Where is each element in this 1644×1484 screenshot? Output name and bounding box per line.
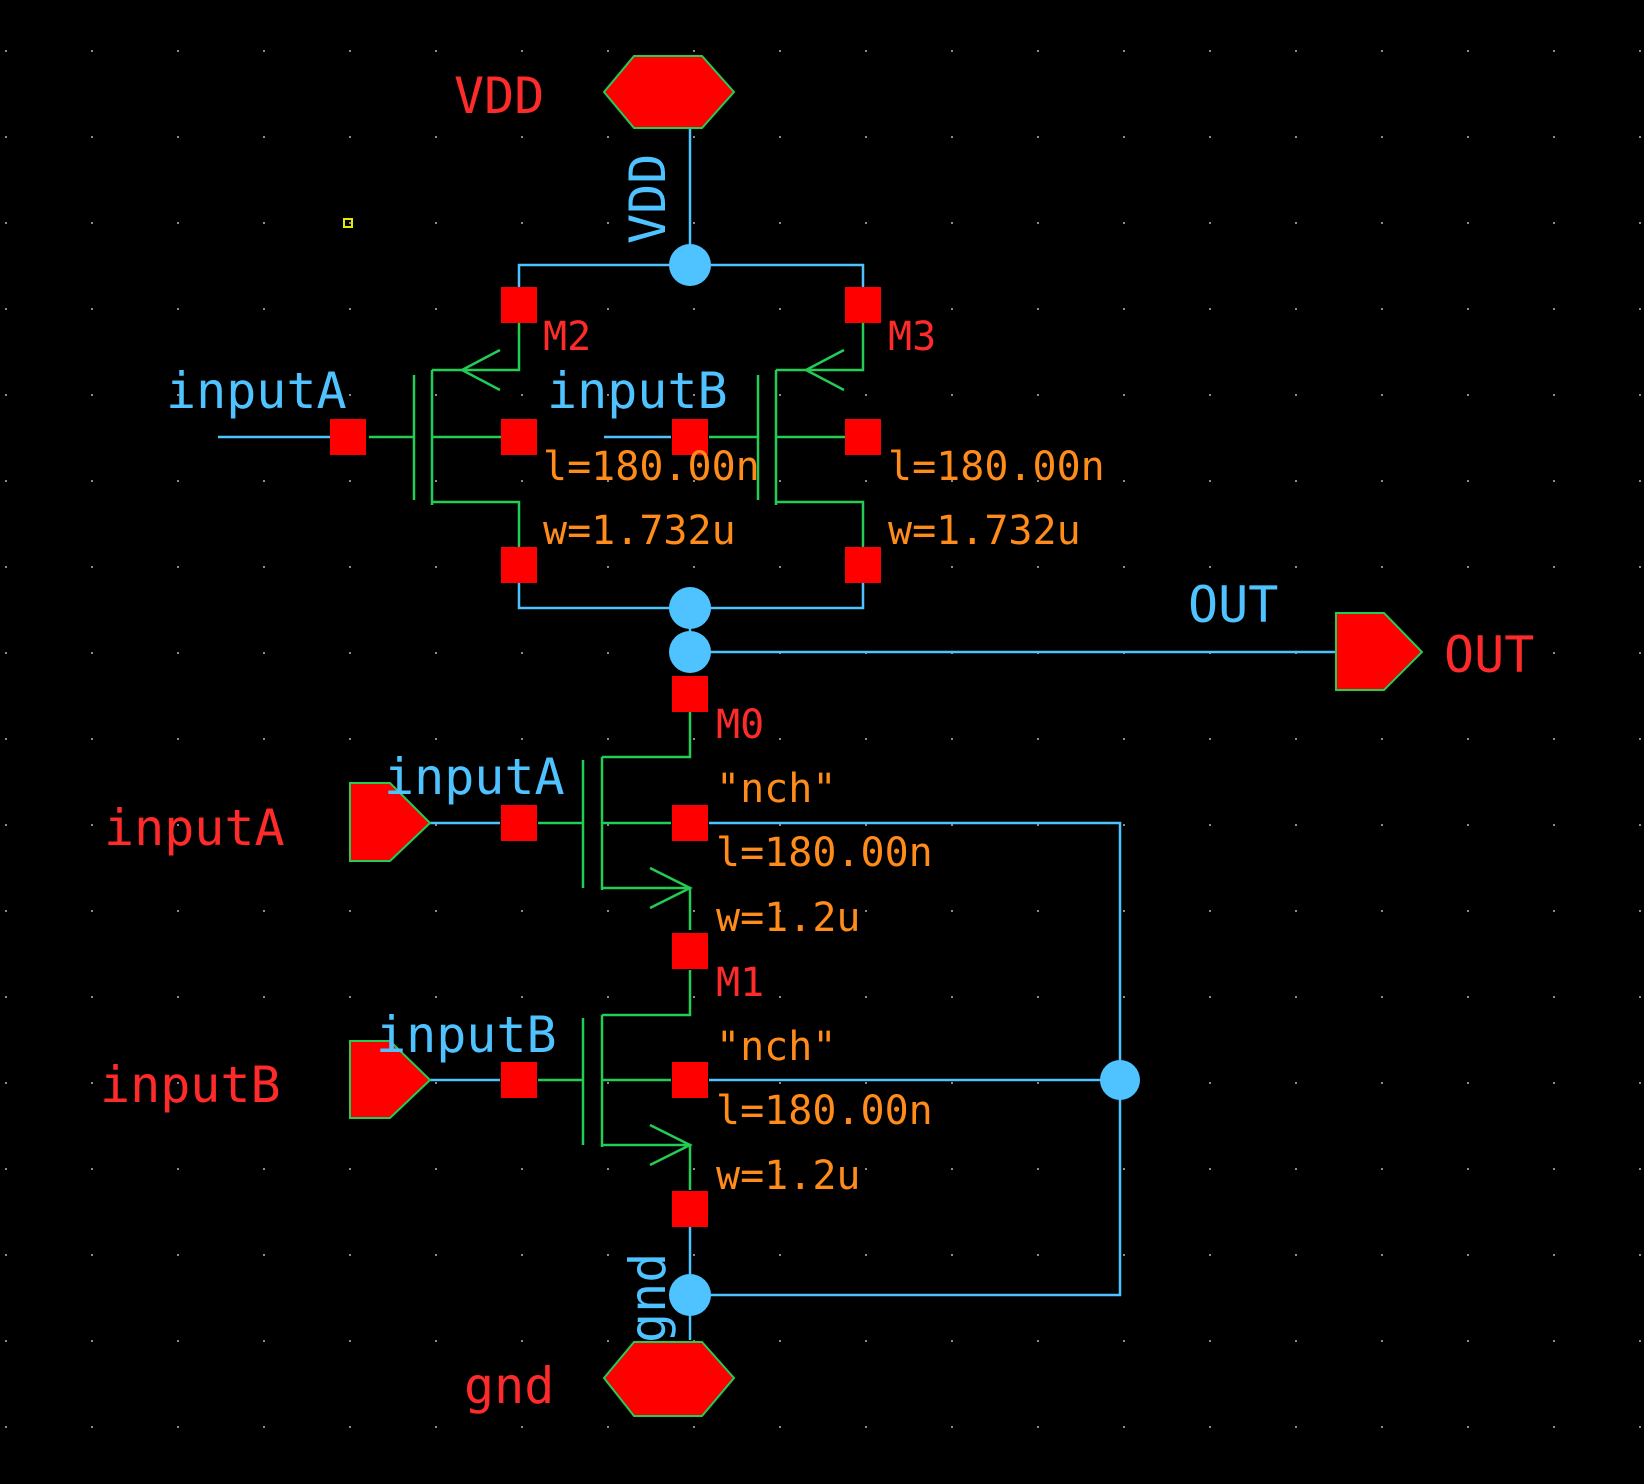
out-pin-label: OUT xyxy=(1444,626,1534,684)
pmos-m3-symbol[interactable] xyxy=(709,305,865,565)
vdd-pin-label: VDD xyxy=(454,67,544,125)
m1-instance-name: M1 xyxy=(716,960,764,1006)
nmos-m1-symbol[interactable] xyxy=(538,970,693,1190)
device-pins xyxy=(330,287,881,1227)
m0-length: l=180.00n xyxy=(716,830,933,876)
input-a-net-label-top: inputA xyxy=(166,362,347,420)
wires xyxy=(218,128,1336,1340)
input-a-pin-label: inputA xyxy=(104,799,285,857)
input-a-port-icon[interactable] xyxy=(349,782,432,862)
m2-length: l=180.00n xyxy=(543,444,760,490)
gnd-net-label: gnd xyxy=(619,1253,677,1343)
m3-width: w=1.732u xyxy=(888,508,1081,554)
out-net-label: OUT xyxy=(1188,576,1278,634)
m3-length: l=180.00n xyxy=(888,444,1105,490)
gnd-port-icon[interactable] xyxy=(602,1341,736,1417)
m2-instance-name: M2 xyxy=(543,314,591,360)
input-b-port-icon[interactable] xyxy=(349,1040,432,1119)
out-port-icon[interactable] xyxy=(1335,612,1424,691)
m1-length: l=180.00n xyxy=(716,1088,933,1134)
input-a-net-label-bottom: inputA xyxy=(384,748,565,806)
pmos-m2-symbol[interactable] xyxy=(369,305,521,565)
input-b-pin-label: inputB xyxy=(100,1056,281,1114)
m3-instance-name: M3 xyxy=(888,314,936,360)
m0-model: "nch" xyxy=(716,766,836,812)
m1-width: w=1.2u xyxy=(716,1153,861,1199)
vdd-port-icon[interactable] xyxy=(602,55,736,129)
nmos-m0-symbol[interactable] xyxy=(538,712,693,930)
junction-dots xyxy=(669,244,1140,1316)
m0-width: w=1.2u xyxy=(716,895,861,941)
grid-dots xyxy=(5,50,1641,1428)
input-b-net-label-bottom: inputB xyxy=(376,1006,557,1064)
vdd-net-label: VDD xyxy=(619,154,677,244)
input-b-net-label-top: inputB xyxy=(547,362,728,420)
m2-width: w=1.732u xyxy=(543,508,736,554)
m1-model: "nch" xyxy=(716,1024,836,1070)
selection-marker xyxy=(343,218,353,228)
m0-instance-name: M0 xyxy=(716,702,764,748)
gnd-pin-label: gnd xyxy=(464,1357,554,1415)
